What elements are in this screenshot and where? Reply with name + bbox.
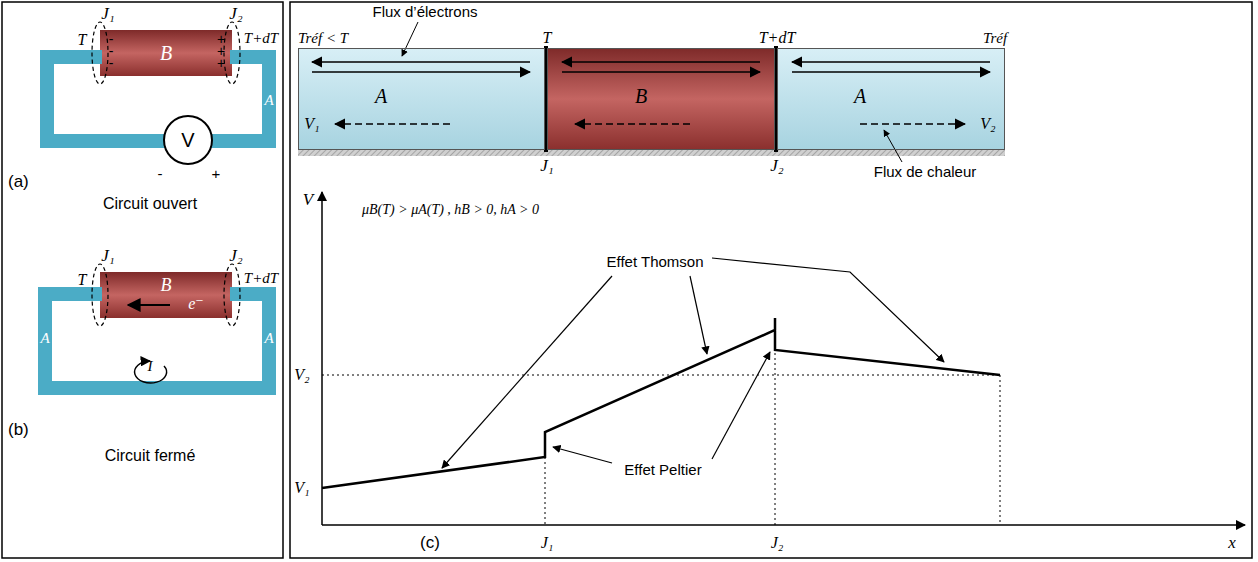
conductor-bar: B: [100, 30, 232, 76]
label: J₂: [771, 534, 784, 552]
label: -: [109, 56, 114, 71]
label: -: [158, 166, 163, 183]
label: (b): [8, 421, 29, 440]
label: μB(T) > μA(T) , hB > 0, hA > 0: [362, 202, 539, 217]
label: A: [264, 92, 273, 109]
electron-flux-arrow: [312, 62, 990, 72]
label: V₁: [304, 115, 319, 133]
junction-outline: [92, 22, 240, 326]
label: T: [543, 29, 552, 47]
conductor-bar: Be⁻: [100, 272, 232, 318]
node-fill: [547, 48, 775, 150]
label: (a): [8, 173, 29, 192]
label: A: [264, 330, 273, 347]
node-fill: [298, 48, 545, 150]
node-text: B: [161, 276, 172, 296]
node-fill: [100, 30, 232, 76]
wire: [40, 50, 276, 148]
label: T+dT: [759, 29, 796, 47]
node-text: e⁻: [188, 295, 204, 313]
label: J₂: [229, 247, 242, 266]
label: J₂: [770, 157, 783, 176]
conductor-block: A: [777, 48, 1005, 150]
label: Tréf: [983, 30, 1007, 47]
axis: [321, 192, 323, 525]
node-fill: [100, 272, 232, 318]
label: I: [148, 358, 153, 375]
label: V₁: [294, 479, 309, 497]
label: T+dT: [244, 30, 278, 47]
label: x: [1228, 534, 1236, 553]
panel-frame: [290, 2, 1252, 558]
label: J₁: [101, 247, 114, 266]
support-hatch: [298, 150, 1005, 156]
electron-arrow: [128, 304, 170, 306]
node-text: A: [854, 85, 866, 107]
node-text: V: [181, 129, 194, 151]
node-text: B: [635, 85, 647, 107]
label: V₂: [980, 115, 995, 133]
axis: [322, 524, 1245, 526]
voltmeter-symbol: V: [163, 115, 213, 165]
label: +: [212, 166, 221, 183]
label: Flux de chaleur: [874, 164, 977, 181]
label: T: [78, 271, 87, 289]
label: Effet Peltier: [624, 462, 701, 479]
guide-line: [322, 318, 1000, 525]
label: (c): [420, 534, 440, 553]
node-fill: [777, 48, 1005, 150]
conductor-block: A: [298, 48, 545, 150]
node-text: B: [160, 42, 172, 64]
label: Flux d’électrons: [372, 4, 477, 21]
label: V₂: [294, 366, 309, 384]
heat-flux-arrow: [335, 123, 965, 125]
callout-arrow: [442, 258, 944, 468]
label: J₂: [229, 5, 242, 24]
label: A: [40, 330, 49, 347]
label: V: [303, 191, 313, 210]
label: J₁: [540, 157, 553, 176]
label: Circuit fermé: [105, 447, 196, 465]
leader-line: [884, 130, 902, 162]
potential-curve: [322, 318, 1000, 488]
conductor-block: B: [547, 48, 775, 150]
label: J₁: [541, 534, 554, 552]
panel-frame: [2, 2, 283, 558]
label: Circuit ouvert: [103, 195, 197, 213]
leader-line: [402, 22, 418, 56]
label: +: [217, 56, 225, 71]
label: T: [78, 31, 87, 49]
label: T+dT: [244, 270, 278, 287]
label: Tréf < T: [298, 30, 348, 47]
node-text: A: [375, 85, 387, 107]
label: J₁: [101, 5, 114, 24]
label: Effet Thomson: [606, 254, 703, 271]
